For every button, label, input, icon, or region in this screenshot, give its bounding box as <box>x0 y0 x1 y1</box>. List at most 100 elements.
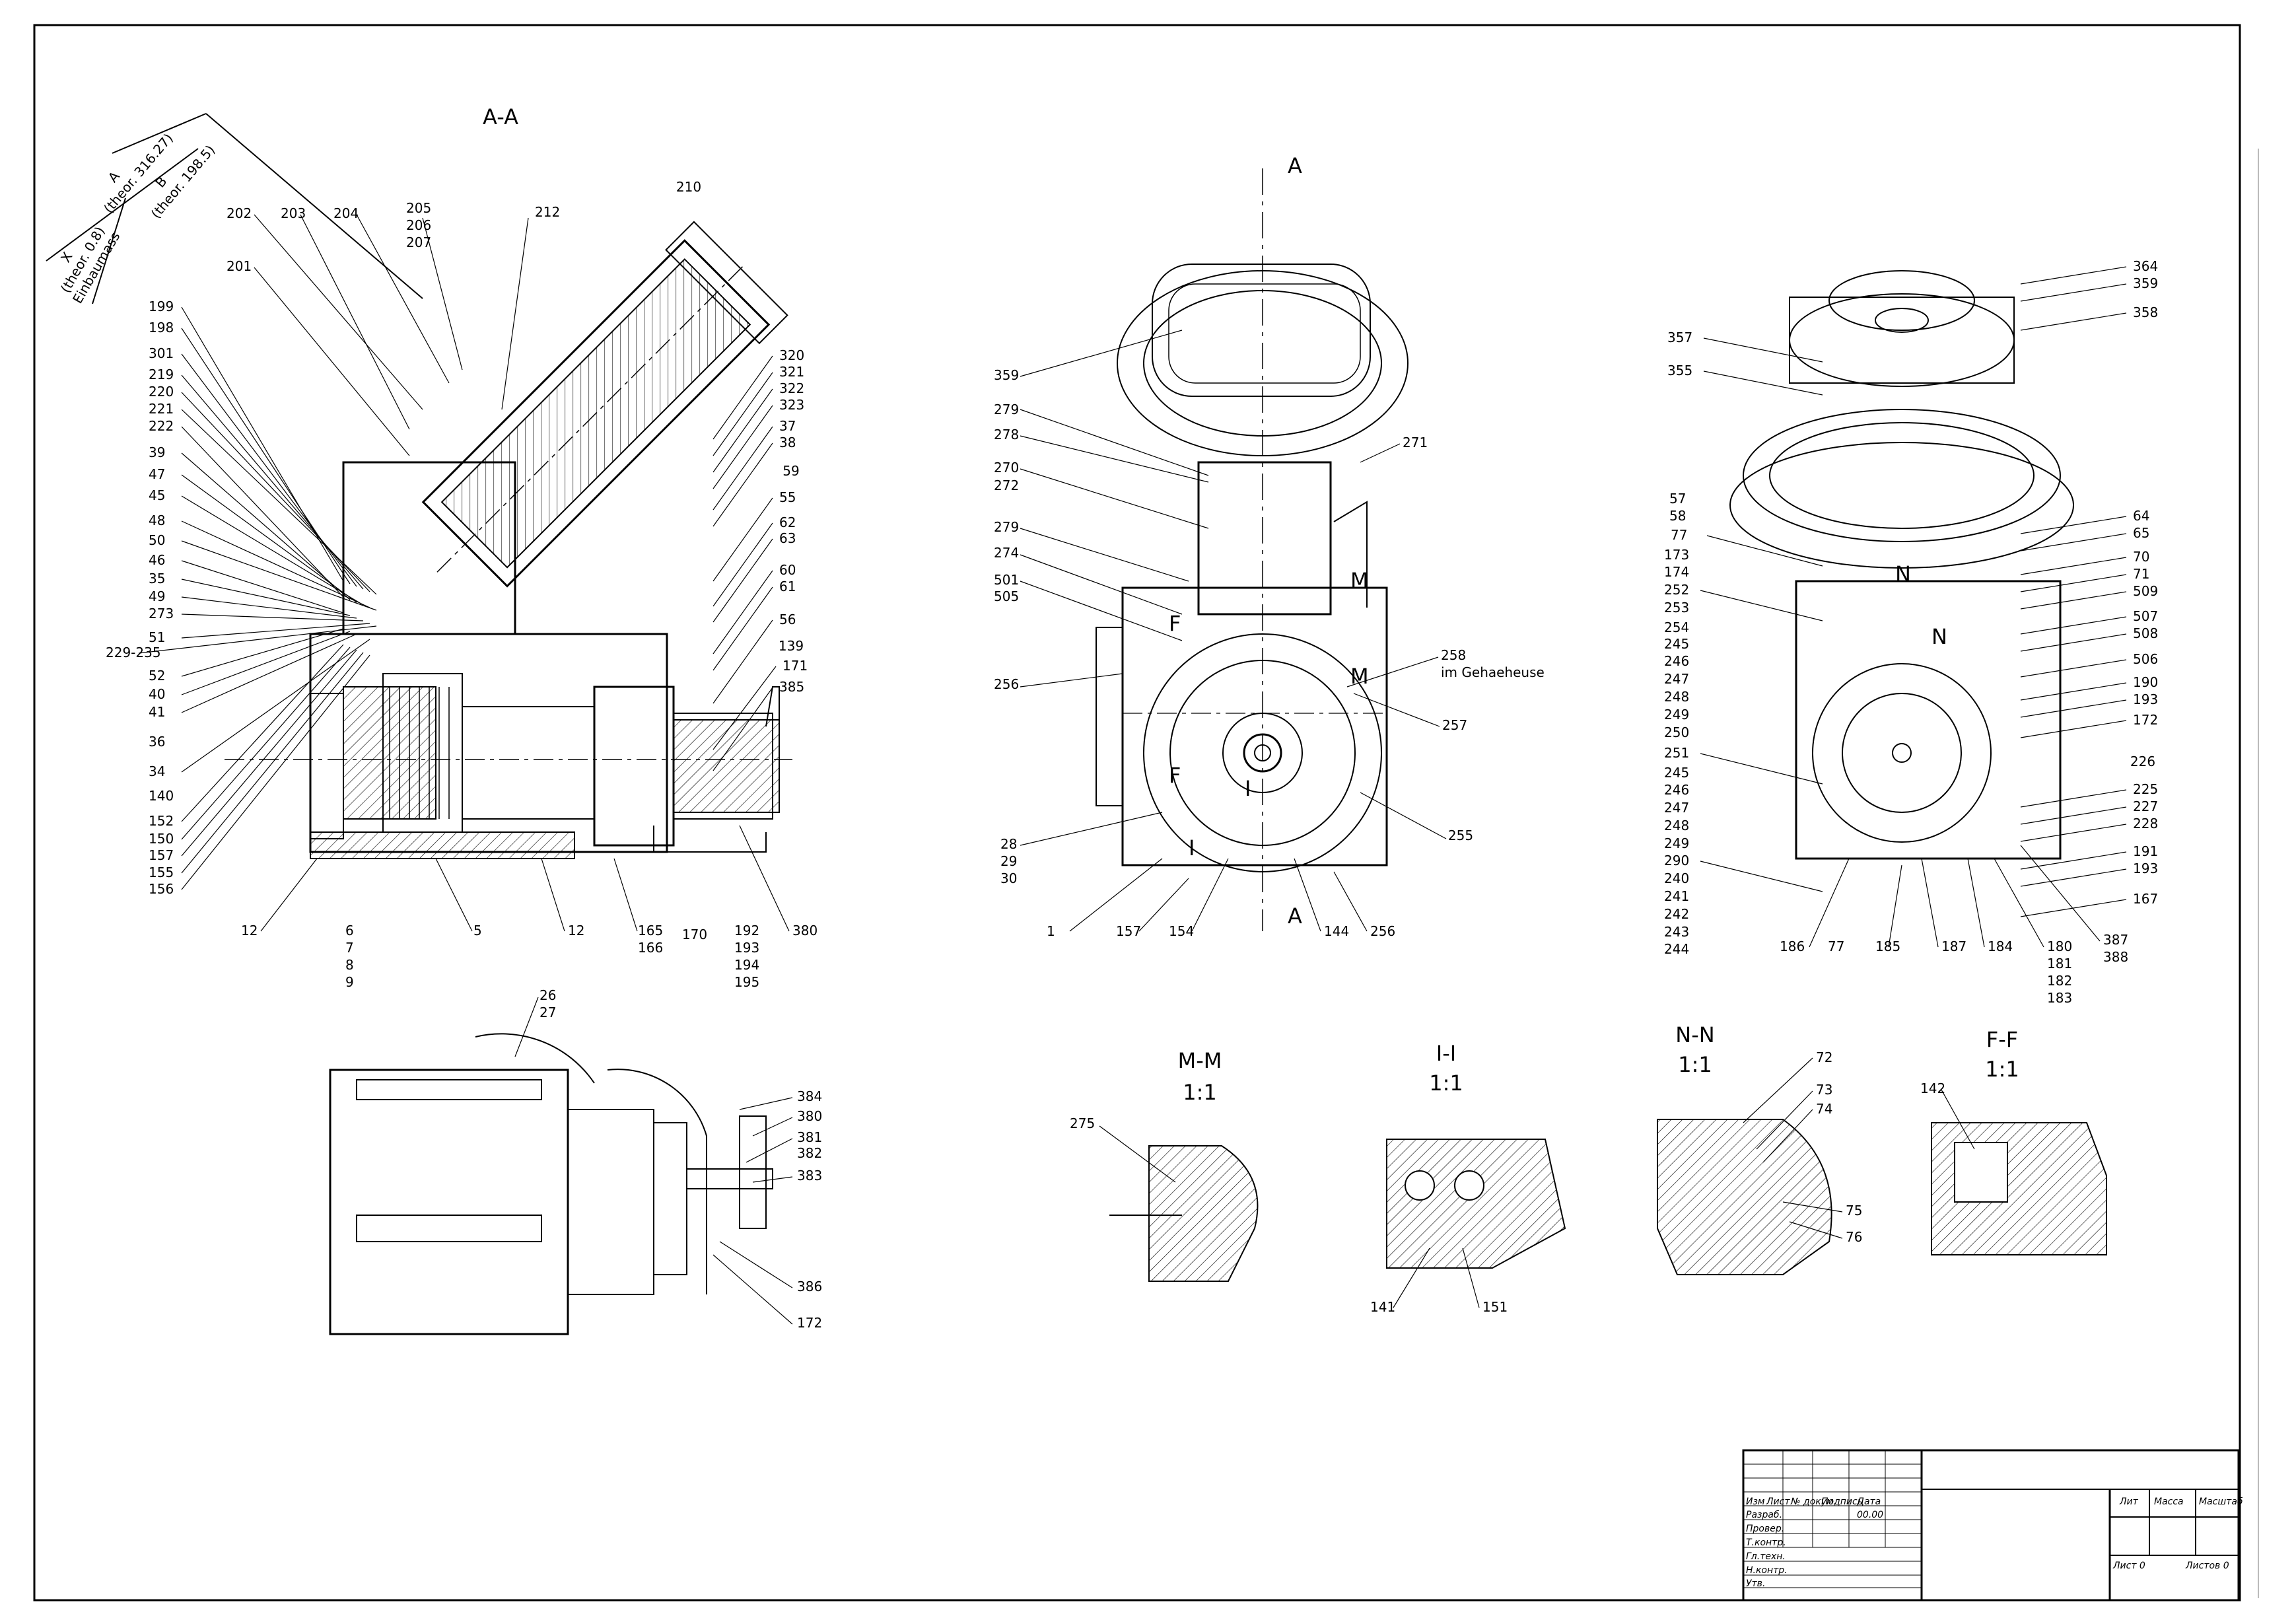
aa-left-label: 41 <box>149 704 165 720</box>
iso-left-label: 357 <box>1667 330 1692 345</box>
front-right-leader <box>1346 656 1439 688</box>
front-left-label: 157 <box>1116 923 1141 939</box>
iso-right-label: 172 <box>2133 712 2158 728</box>
iso-right-label: 509 <box>2133 583 2158 599</box>
iso-right-leader <box>2020 591 2127 610</box>
front-right-label: 257 <box>1442 717 1467 733</box>
iso-left-label: 251 <box>1664 745 1689 761</box>
iso-left-label: 242 <box>1664 906 1689 922</box>
iso-left-leader <box>1706 535 1823 567</box>
iso-right-leader <box>2020 574 2127 592</box>
aa-left-label: 220 <box>149 384 174 400</box>
aa-bottom-label: 12 <box>241 923 258 938</box>
aa-bottom-label: 6 <box>345 923 354 938</box>
front-cut-i-2: I <box>1189 835 1195 861</box>
iso-left-label: 249 <box>1664 835 1689 851</box>
front-right-label: 258 <box>1441 647 1466 663</box>
aa-bottom-label: 12 <box>568 923 584 938</box>
iso-right-leader <box>2020 789 2127 808</box>
aa-right-leader <box>713 666 777 750</box>
side-leader <box>752 1117 793 1137</box>
iso-left-label: 240 <box>1664 870 1689 886</box>
iso-bottom-label: 182 <box>2047 973 2072 989</box>
iso-right-group: 3643593586465707150950750850619019317222… <box>2020 258 2158 917</box>
sections-label: 76 <box>1846 1229 1862 1245</box>
aa-top-leader <box>254 267 410 456</box>
aa-right-label: 37 <box>779 418 796 434</box>
front-left-leader <box>1020 435 1209 483</box>
aa-left-leader <box>181 614 364 621</box>
aa-top-leader <box>254 214 423 410</box>
front-left-label: 272 <box>994 477 1019 493</box>
tb-data-value: 00.00 <box>1857 1510 1883 1520</box>
aa-bottom-label: 8 <box>345 957 354 973</box>
aa-left-leader <box>181 631 351 695</box>
aa-right-leader <box>713 570 773 654</box>
aa-left-leader <box>181 654 370 890</box>
aa-right-label: 171 <box>783 658 808 674</box>
iso-bottom-leader <box>2020 845 2101 942</box>
front-left-leader <box>1020 330 1183 377</box>
front-left-label: 256 <box>994 676 1019 692</box>
front-left-label: 144 <box>1324 923 1349 939</box>
side-leader <box>752 1176 793 1183</box>
front-left-leader <box>1020 673 1123 688</box>
aa-bottom-label: 9 <box>345 974 354 990</box>
section-nn: N-N 1:1 <box>1657 1022 1832 1275</box>
aa-left-label: 152 <box>149 813 174 829</box>
aa-top-label: 210 <box>676 179 701 195</box>
iso-left-label: 244 <box>1664 941 1689 957</box>
iso-bottom-label: 185 <box>1875 938 1900 954</box>
aa-left-leader <box>181 374 364 590</box>
iso-bottom-leader <box>1994 858 2044 948</box>
iso-left-leader <box>1703 337 1823 363</box>
iso-left-label: 247 <box>1664 800 1689 816</box>
iso-right-label: 190 <box>2133 674 2158 690</box>
view-front: A A M M F F I I <box>1096 153 1409 931</box>
iso-left-label: 245 <box>1664 765 1689 781</box>
tb-gltehn: Гл.техн. <box>1746 1551 1786 1562</box>
tb-razrab: Разраб. <box>1746 1510 1782 1520</box>
sections-label: 72 <box>1816 1049 1832 1065</box>
iso-right-leader <box>2020 533 2127 551</box>
front-left-leader <box>1020 812 1163 846</box>
aa-right-leader <box>713 388 773 473</box>
mm-title: M-M <box>1178 1048 1222 1073</box>
front-cut-f-1: F <box>1169 611 1181 636</box>
iso-right-leader <box>2020 899 2127 917</box>
iso-bottom-label: 387 <box>2103 932 2128 948</box>
aa-left-label: 221 <box>149 401 174 417</box>
iso-right-label: 193 <box>2133 691 2158 707</box>
iso-left-label: 253 <box>1664 600 1689 616</box>
aa-bottom-leader <box>260 858 318 932</box>
tb-utv: Утв. <box>1746 1578 1765 1589</box>
iso-left-label: 245 <box>1664 636 1689 652</box>
sections-leader <box>1789 1221 1843 1239</box>
iso-left-label: 249 <box>1664 707 1689 723</box>
iso-left-label: 252 <box>1664 582 1689 598</box>
aa-right-label: 139 <box>779 638 804 654</box>
iso-right-leader <box>2020 516 2127 534</box>
view-iso: N N <box>1729 270 2074 860</box>
aa-top-label: 202 <box>226 205 252 221</box>
iso-left-leader <box>1700 590 1823 621</box>
iso-bottom-leader <box>1888 864 1902 948</box>
iso-bottom-label: 187 <box>1941 938 1966 954</box>
iso-bottom-label: 186 <box>1780 938 1805 954</box>
iso-left-leader <box>1703 370 1823 396</box>
front-right-label: im Gehaeheuse <box>1441 664 1545 680</box>
aa-right-leader <box>713 372 773 456</box>
iso-left-label: 290 <box>1664 853 1689 868</box>
aa-right-label: 62 <box>779 514 796 530</box>
aa-bottom-leader <box>541 858 565 932</box>
aa-left-label: 51 <box>149 629 165 645</box>
iso-bottom-label: 183 <box>2047 990 2072 1006</box>
iso-bottom-label: 77 <box>1828 938 1844 954</box>
aa-left-leader <box>181 579 351 616</box>
front-left-label: 270 <box>994 460 1019 476</box>
front-cut-a-bottom: A <box>1288 903 1302 929</box>
tb-tkontr: Т.контр. <box>1746 1537 1786 1548</box>
